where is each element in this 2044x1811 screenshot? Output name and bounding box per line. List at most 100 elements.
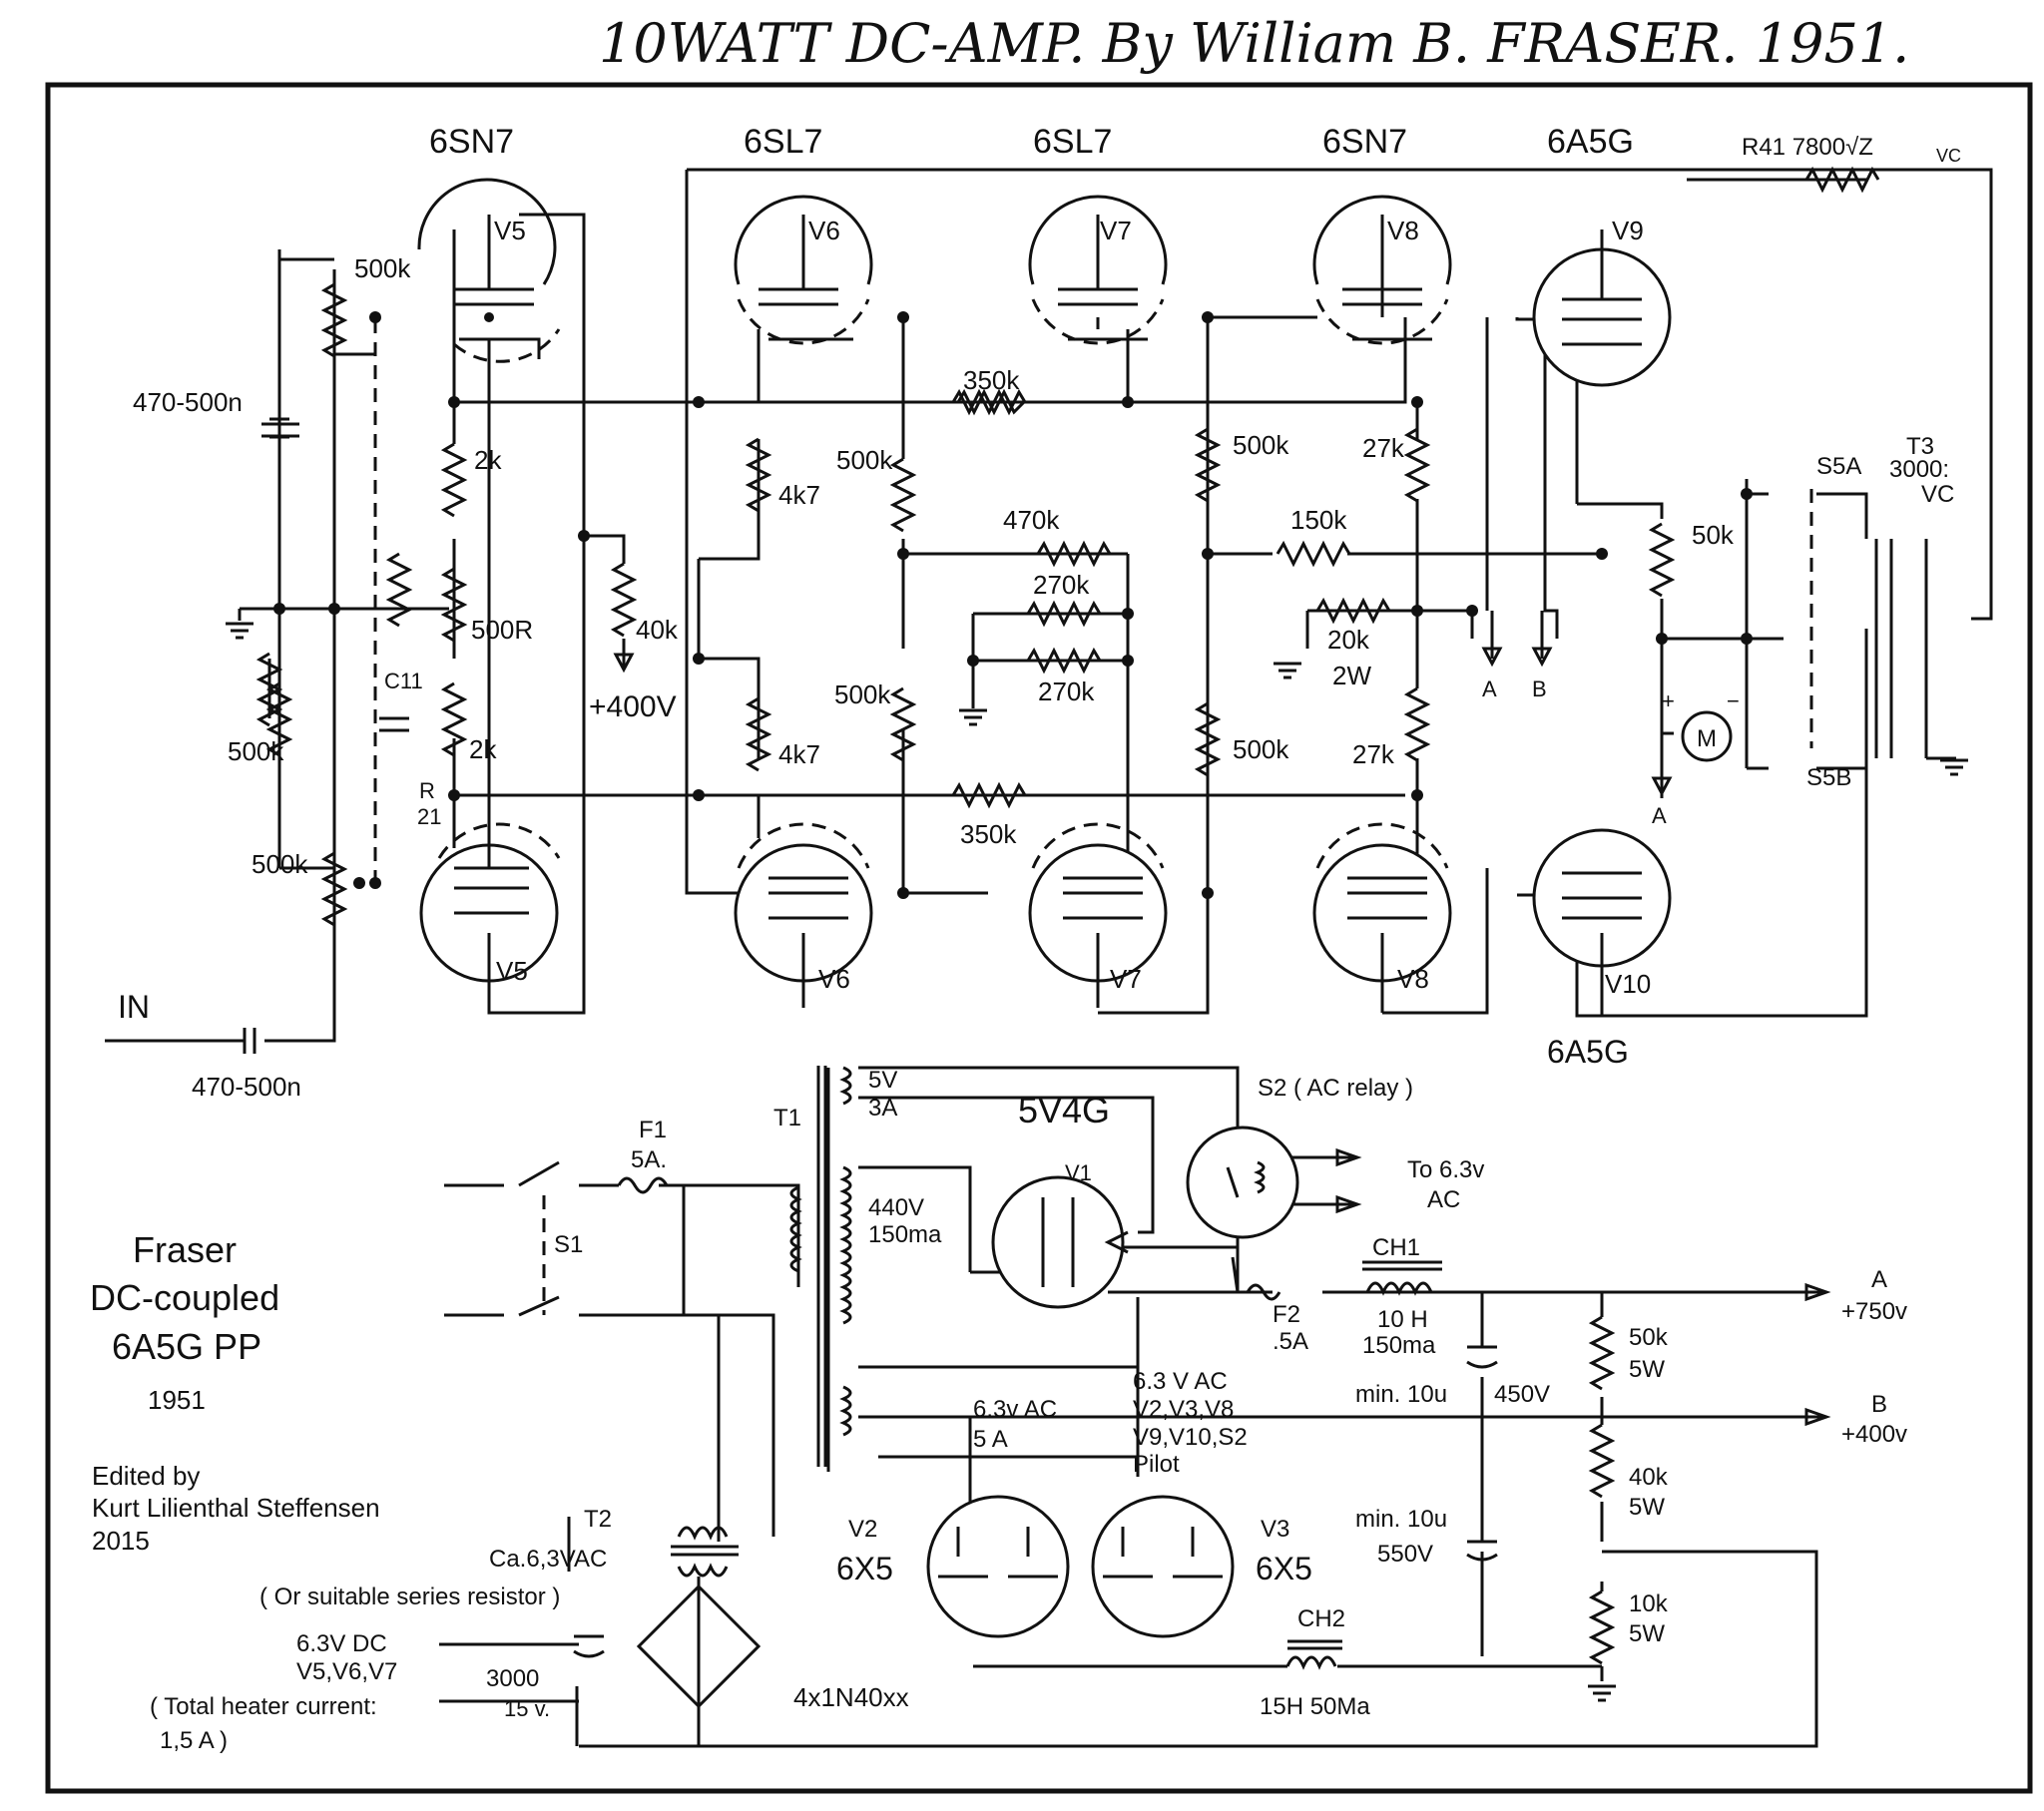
- meter-minus-label: −: [1727, 688, 1740, 713]
- schematic-frame: [45, 82, 2033, 1794]
- psu-r40k-label: 40k: [1629, 1464, 1669, 1491]
- t3-ratio-label: 3000:: [1889, 456, 1949, 483]
- v5-top-label: V5: [494, 216, 526, 245]
- to63-a-label: To 6.3v: [1407, 1156, 1484, 1183]
- v2-label: V2: [848, 1516, 877, 1543]
- r350k-bot-label: 350k: [960, 819, 1017, 849]
- t1-3a-label: 3A: [868, 1095, 897, 1122]
- r500k-col4-bot-label: 500k: [1233, 734, 1289, 764]
- dc-b-label: V5,V6,V7: [296, 1658, 397, 1685]
- v3-label: V3: [1261, 1516, 1289, 1543]
- t1-label: T1: [773, 1105, 801, 1132]
- t3-vc-label: VC: [1921, 481, 1954, 508]
- dc-d-label: 1,5 A ): [160, 1727, 228, 1754]
- r21b-label: 21: [417, 804, 441, 829]
- f1-label: F1: [639, 1117, 667, 1143]
- t2-note-label: ( Or suitable series resistor ): [259, 1584, 560, 1610]
- meter-label: M: [1697, 725, 1717, 752]
- in-label: IN: [118, 989, 150, 1025]
- c2-val-label: min. 10u: [1355, 1506, 1447, 1533]
- tube-v10: [1532, 828, 1672, 1016]
- out-a-v-label: +750v: [1841, 1298, 1907, 1325]
- heat-a-label: 6.3 V AC: [1133, 1368, 1228, 1395]
- ch2-label: CH2: [1297, 1605, 1345, 1632]
- meter-plus-label: +: [1662, 688, 1675, 713]
- r4k7-top-label: 4k7: [778, 480, 820, 510]
- heat-d-label: Pilot: [1133, 1451, 1180, 1478]
- tp-a-label: A: [1482, 677, 1497, 701]
- r41-label: R41 7800√Z: [1742, 134, 1873, 161]
- r270k-b-label: 270k: [1038, 677, 1095, 706]
- r500r-label: 500R: [471, 615, 533, 645]
- tp-b-label: B: [1532, 677, 1547, 701]
- caption-line2: DC-coupled: [90, 1277, 279, 1318]
- psu-r40k-w-label: 5W: [1629, 1494, 1665, 1521]
- r27k-bot-label: 27k: [1352, 739, 1395, 769]
- r21a-label: R: [419, 778, 435, 803]
- r2k-bot-label: 2k: [469, 734, 497, 764]
- t1-150ma-label: 150ma: [868, 1221, 942, 1248]
- r40k-label: 40k: [636, 615, 679, 645]
- p400-label: +400V: [589, 690, 677, 723]
- c1-v-label: 450V: [1494, 1381, 1550, 1408]
- psu-components: [573, 1066, 1616, 1709]
- ch1-val-b-label: 150ma: [1362, 1332, 1436, 1359]
- r27k-top-label: 27k: [1362, 433, 1405, 463]
- v9-label: V9: [1612, 216, 1644, 245]
- tube-v5-bottom: [419, 822, 561, 1008]
- c1-val-label: min. 10u: [1355, 1381, 1447, 1408]
- t2-label: T2: [584, 1506, 612, 1533]
- c2-v-label: 550V: [1377, 1541, 1433, 1568]
- r2k-top-label: 2k: [474, 445, 502, 475]
- caption-block: Fraser DC-coupled 6A5G PP 1951 Edited by…: [90, 1229, 380, 1556]
- dc-c-label: ( Total heater current:: [150, 1693, 377, 1720]
- r500k-col2-top-label: 500k: [836, 445, 893, 475]
- v6-top-label: V6: [808, 216, 840, 245]
- out-b-v-label: +400v: [1841, 1421, 1907, 1448]
- c11-label: C11: [384, 669, 423, 693]
- r500k-top-label: 500k: [354, 253, 411, 283]
- out-a-label: A: [1871, 1266, 1887, 1293]
- tube-v7-top: [1028, 195, 1168, 345]
- amp-resistors: [256, 166, 1880, 927]
- f2-val-label: .5A: [1273, 1328, 1308, 1355]
- r500k-bot-label: 500k: [252, 849, 308, 879]
- r470k-label: 470k: [1003, 505, 1060, 535]
- caption-edit3: 2015: [92, 1526, 150, 1556]
- v1-label: V1: [1065, 1160, 1092, 1185]
- r500k-mid-label: 500k: [228, 736, 284, 766]
- cin-top-label: 470-500n: [133, 387, 243, 417]
- psu-r50k-w-label: 5W: [1629, 1356, 1665, 1383]
- v8-top-label: V8: [1387, 216, 1419, 245]
- tube-v9: [1532, 229, 1672, 387]
- amp-capacitors: [243, 422, 409, 1054]
- caption-edit1: Edited by: [92, 1461, 200, 1491]
- r500k-col4-top-label: 500k: [1233, 430, 1289, 460]
- psu-r10k-label: 10k: [1629, 1590, 1669, 1617]
- v8-type-label: 6SN7: [1322, 123, 1407, 161]
- caption-line1: Fraser: [133, 1229, 237, 1270]
- v7-top-label: V7: [1100, 216, 1132, 245]
- t2-val-label: Ca.6,3VAC: [489, 1546, 607, 1573]
- heat-b-label: V2,V3,V8: [1133, 1396, 1234, 1423]
- r4k7-bot-label: 4k7: [778, 739, 820, 769]
- tube-v6-bottom: [734, 822, 873, 1008]
- a-mid-label: A: [1652, 803, 1667, 828]
- v10-type-label: 6A5G: [1547, 1034, 1629, 1070]
- r20k-label: 20k: [1327, 625, 1370, 655]
- bridge-label: 4x1N40xx: [793, 1682, 909, 1712]
- v6-type-label: 6SL7: [744, 123, 822, 161]
- r41-sub-label: VC: [1936, 146, 1961, 166]
- r500k-col2-bot-label: 500k: [834, 679, 891, 709]
- ch1-val-a-label: 10 H: [1377, 1306, 1428, 1333]
- meter-symbol: [1681, 710, 1733, 762]
- r50k-label: 50k: [1692, 520, 1735, 550]
- c3000-label: 3000: [486, 1665, 539, 1692]
- v10-label: V10: [1605, 969, 1651, 999]
- psu-r50k-label: 50k: [1629, 1324, 1669, 1351]
- tube-v7-bottom: [1028, 822, 1168, 1008]
- rectifier-type-label: 5V4G: [1018, 1090, 1110, 1131]
- ac63-b-label: 5 A: [973, 1426, 1008, 1453]
- psu-labels: F1 5A. S1 T1 5V 3A 5V4G V1 440V 150ma S2…: [150, 1067, 1907, 1754]
